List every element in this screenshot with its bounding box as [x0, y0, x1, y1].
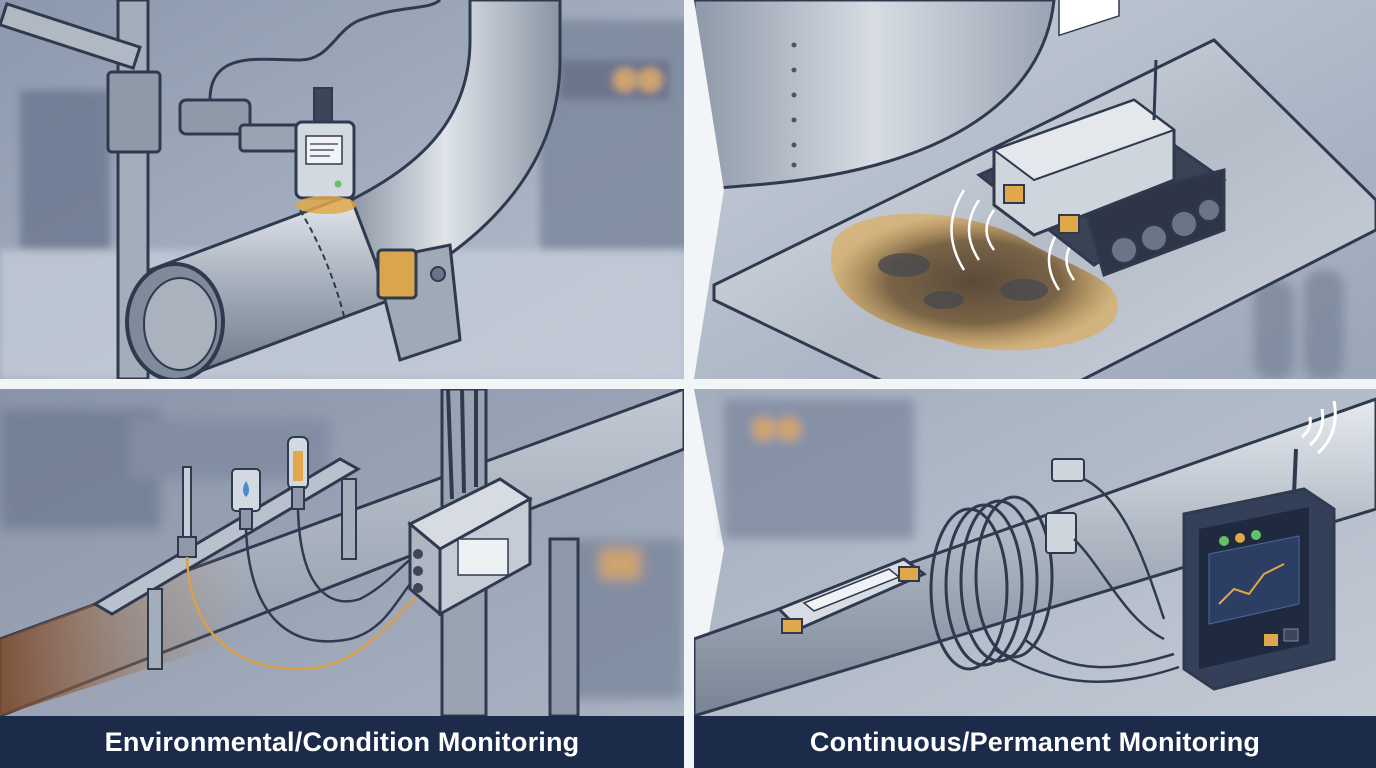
humidity-probe — [231, 468, 261, 530]
panel-crawler-robot — [694, 0, 1376, 379]
panel-clamp-on-sensor — [0, 0, 684, 379]
corrosion-patch — [830, 213, 1118, 351]
logger-cables — [993, 477, 1180, 683]
caption-permanent-monitoring: Continuous/Permanent Monitoring — [694, 716, 1376, 768]
sensor-arm — [178, 98, 252, 136]
panel-divider-horizontal — [0, 379, 1376, 389]
gas-probe — [287, 436, 309, 510]
permanent-scene — [694, 389, 1376, 716]
post-bracket — [106, 70, 162, 154]
sensor-wrap — [929, 495, 1054, 671]
panel-environmental-monitoring: Environmental/Condition Monitoring — [0, 389, 684, 768]
sensor-cables — [185, 508, 421, 671]
crawler-scene — [694, 0, 1376, 379]
temperature-probe — [177, 466, 197, 558]
caption-text: Continuous/Permanent Monitoring — [809, 726, 1261, 757]
rust-patch — [0, 549, 240, 716]
panel-permanent-monitoring: Continuous/Permanent Monitoring — [694, 389, 1376, 768]
tank-wall — [694, 0, 1056, 192]
sensor-contact-glow — [296, 196, 356, 214]
clip-sensor-1 — [1051, 458, 1085, 482]
caption-text: Environmental/Condition Monitoring — [104, 726, 580, 757]
data-logger — [1182, 448, 1336, 691]
clamp-sensor-scene — [0, 0, 684, 379]
environmental-scene — [0, 389, 684, 716]
clip-sensor-2 — [1045, 512, 1077, 554]
strip-sensor — [776, 557, 927, 634]
caption-environmental-monitoring: Environmental/Condition Monitoring — [0, 716, 684, 768]
wireless-signal-icon — [1301, 400, 1337, 455]
junction-box — [407, 477, 533, 618]
crawler-robot — [976, 0, 1227, 277]
sensor-cable — [208, 0, 442, 101]
